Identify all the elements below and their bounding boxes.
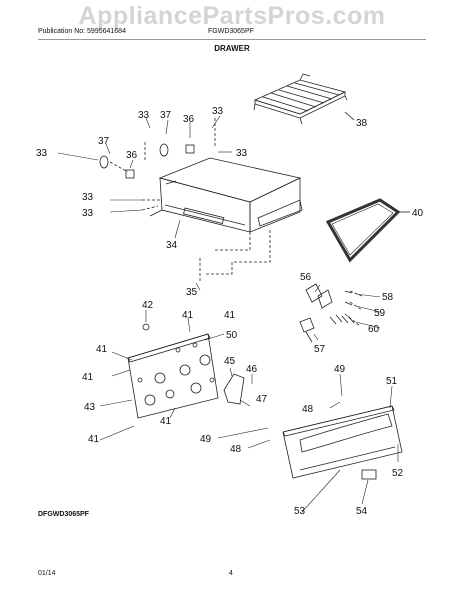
callout-46: 46 [246,364,258,375]
callout-58: 58 [382,292,394,303]
callout-34: 34 [166,240,178,251]
part-43-panel [127,333,219,419]
model-footer: DFGWD3065PF [38,511,89,518]
part-57-bracket [299,317,315,343]
callout-41: 41 [82,372,94,383]
callout-33: 33 [236,148,248,159]
callout-54: 54 [356,506,368,517]
part-53-drawer-front [282,405,403,479]
part-36-clip [125,144,195,179]
callout-43: 43 [84,402,96,413]
callout-45: 45 [224,356,236,367]
callout-49: 49 [200,434,212,445]
callout-52: 52 [392,468,404,479]
callout-41: 41 [160,416,172,427]
callout-36: 36 [126,150,138,161]
callout-49: 49 [334,364,346,375]
callout-48: 48 [230,444,242,455]
watermark: AppliancePartsPros.com [78,2,386,30]
callout-51: 51 [386,376,398,387]
model-code: FGWD3065PF [208,28,254,35]
screws-58-60 [329,290,355,325]
callout-53: 53 [294,506,306,517]
callout-36: 36 [183,114,195,125]
callout-60: 60 [368,324,380,335]
callout-41: 41 [224,310,236,321]
part-42-clip [142,323,150,331]
publication-number: Publication No: 5995641684 [38,28,126,35]
part-34-drawer-box [149,157,303,233]
part-40-seal [325,198,401,263]
callout-57: 57 [314,344,326,355]
footer-page: 4 [229,570,233,577]
callout-50: 50 [226,330,238,341]
page-title: DRAWER [214,44,250,53]
callout-41: 41 [96,344,108,355]
callout-35: 35 [186,287,198,298]
callout-47: 47 [256,394,268,405]
part-54-badge [361,469,377,480]
callout-33: 33 [36,148,48,159]
leader-lines [57,115,399,513]
callout-56: 56 [300,272,312,283]
part-38-rack [253,73,348,125]
footer-date: 01/14 [38,570,56,577]
callout-37: 37 [160,110,172,121]
callout-40: 40 [412,208,424,219]
callout-33: 33 [82,208,94,219]
part-37-washer [99,143,169,169]
part-45-bracket [223,373,245,405]
callout-33: 33 [212,106,224,117]
callout-59: 59 [374,308,386,319]
part-56-hinge [305,283,333,309]
callout-41: 41 [88,434,100,445]
callout-42: 42 [142,300,154,311]
callout-33: 33 [82,192,94,203]
header-rule [38,39,426,40]
callout-41: 41 [182,310,194,321]
callout-33: 33 [138,110,150,121]
callout-37: 37 [98,136,110,147]
callout-48: 48 [302,404,314,415]
callout-38: 38 [356,118,368,129]
